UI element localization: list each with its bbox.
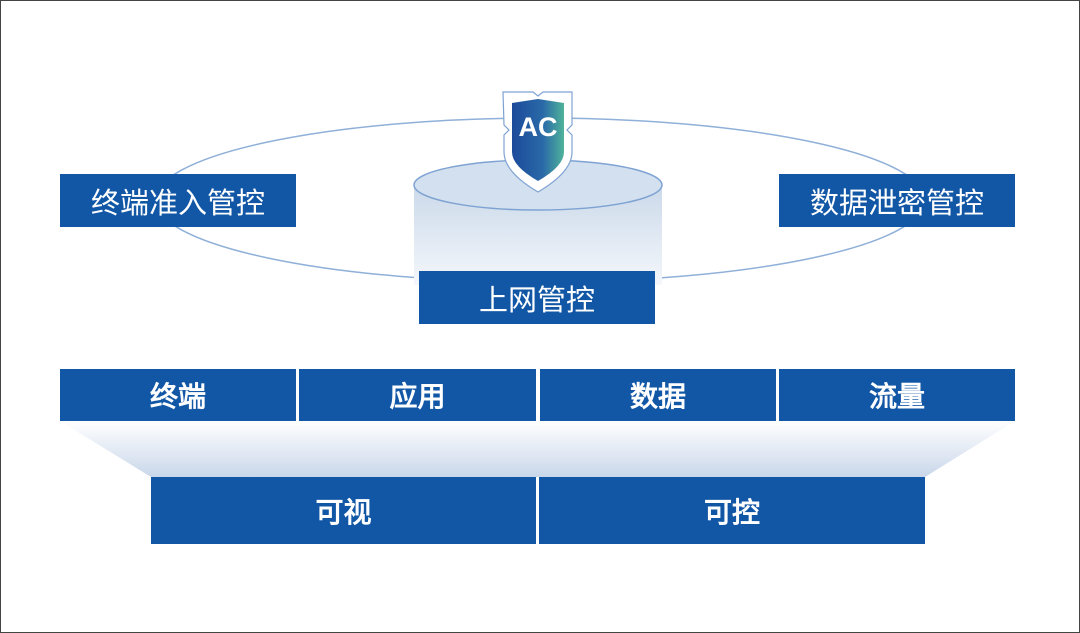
shield-label: AC — [518, 112, 558, 142]
visible-box: 可视 — [151, 477, 536, 544]
row-cell-data: 数据 — [540, 369, 776, 421]
funnel-gradient — [60, 421, 1015, 477]
data-leak-control: 数据泄密管控 — [779, 174, 1015, 227]
internet-access-control: 上网管控 — [419, 271, 655, 324]
row-cell-terminal: 终端 — [60, 369, 296, 421]
row-cell-application: 应用 — [299, 369, 536, 421]
controllable-box: 可控 — [539, 477, 925, 544]
shield-inner — [512, 99, 564, 181]
terminal-access-control: 终端准入管控 — [60, 174, 296, 227]
row-cell-traffic: 流量 — [779, 369, 1015, 421]
